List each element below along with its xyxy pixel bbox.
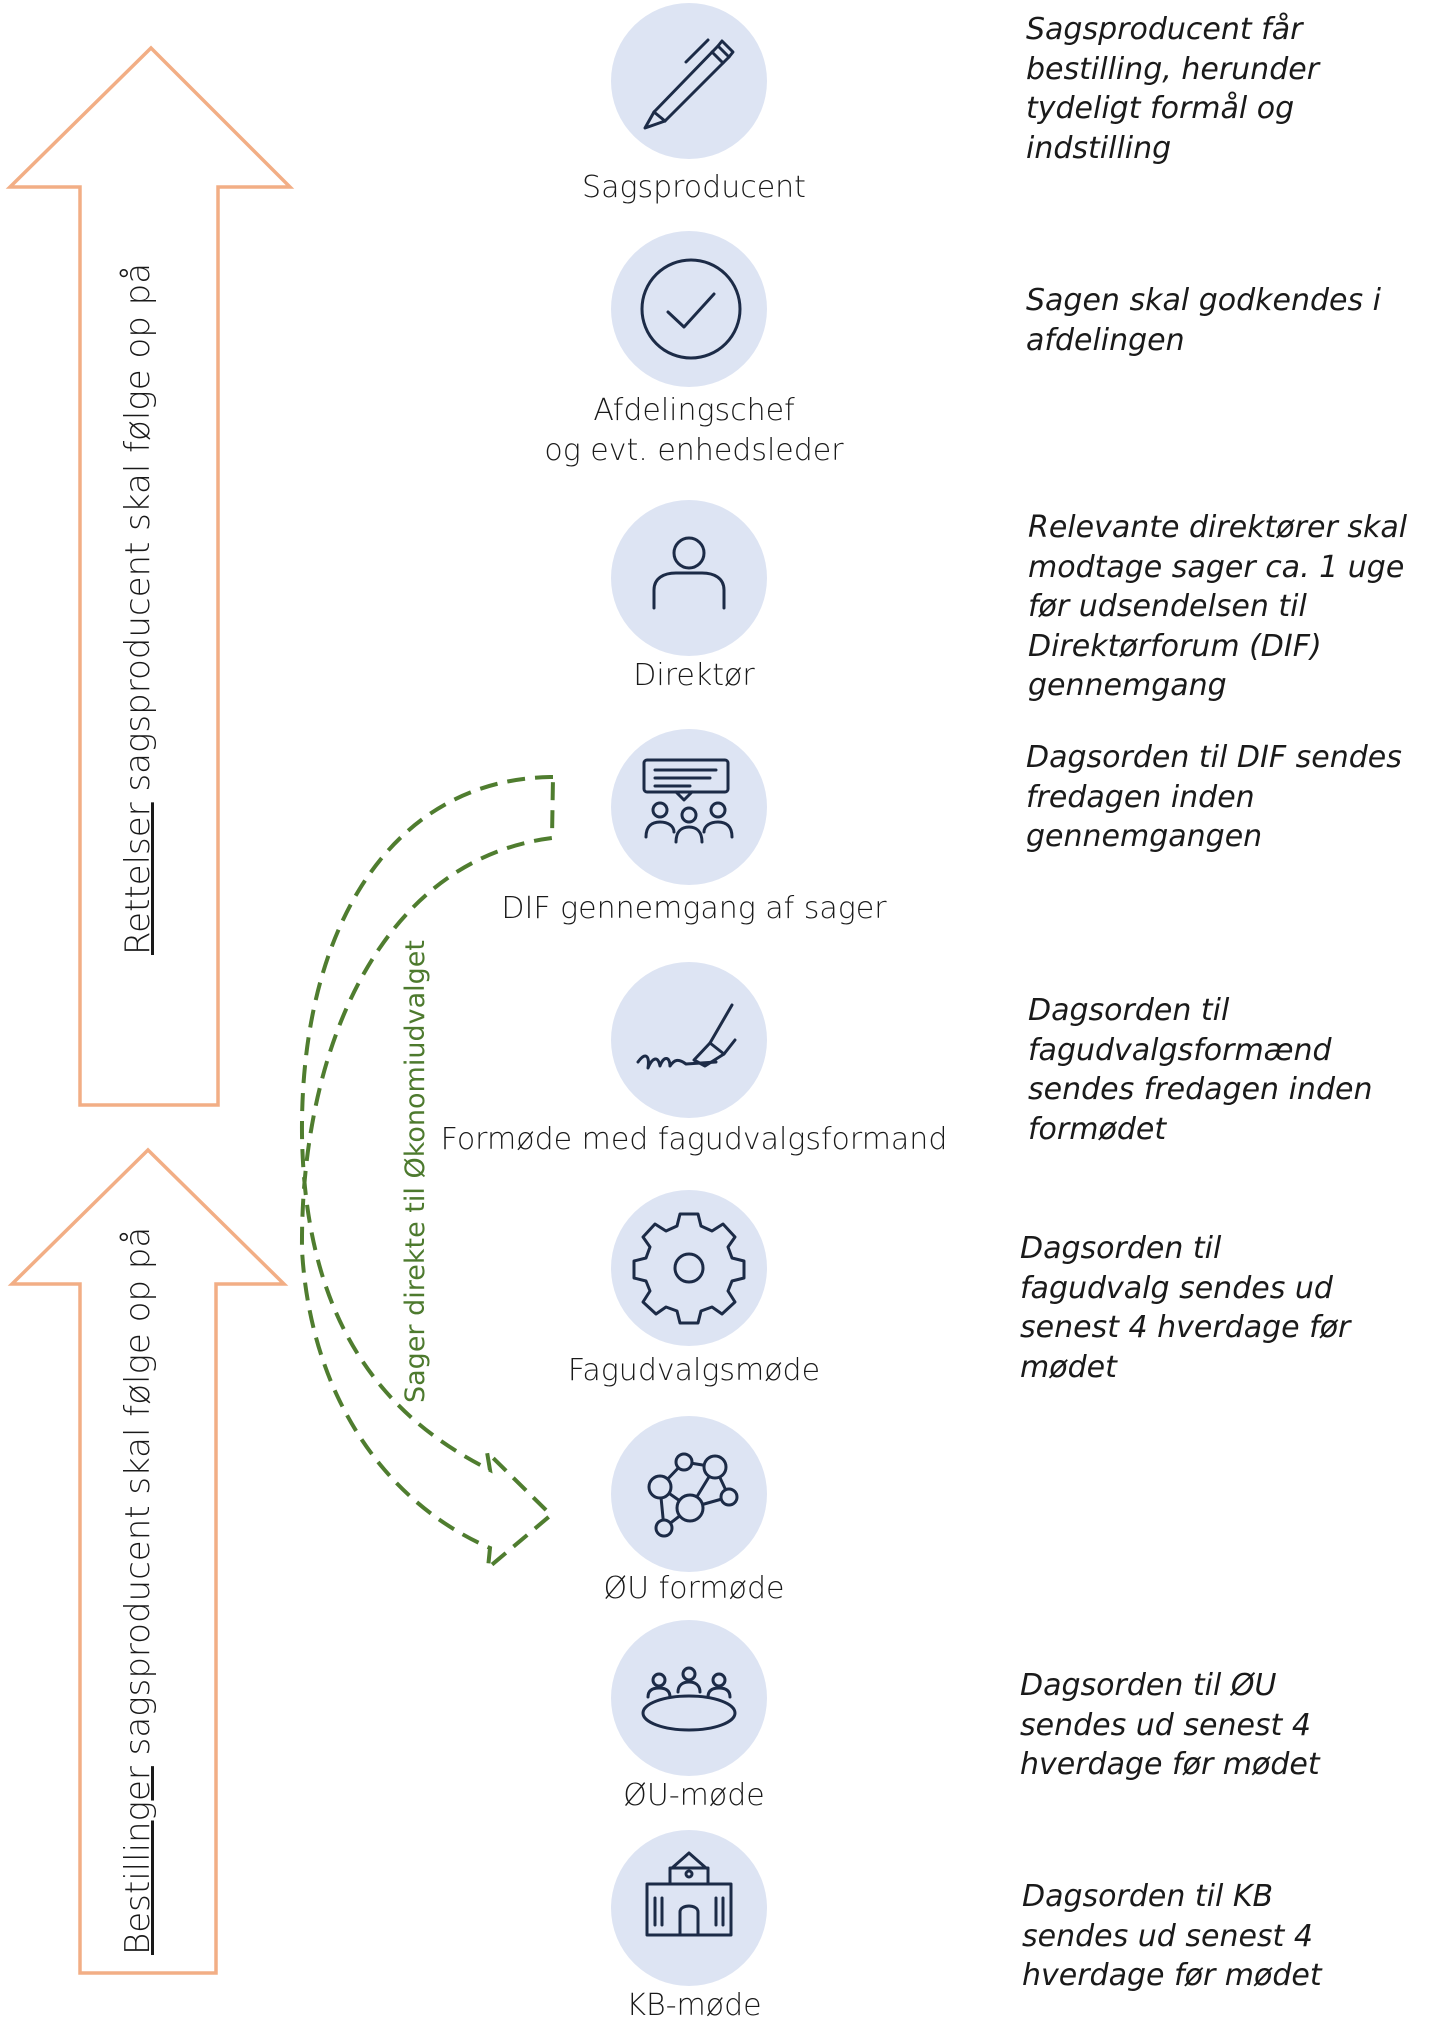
gear-icon	[632, 1212, 746, 1325]
step-label-ou-formode: ØU formøde	[603, 1571, 785, 1606]
signature-pen-icon	[636, 1003, 737, 1070]
network-icon	[647, 1452, 739, 1538]
hall-icon-circle	[611, 1830, 767, 1986]
rettelser-arrow-label: Rettelser sagsproducent skal følge op på	[118, 263, 158, 955]
note-formode: Dagsorden til fagudvalgsformænd sendes f…	[1028, 993, 1373, 1147]
note-dif: Dagsorden til DIF sendes fredagen inden …	[1026, 740, 1402, 855]
group-discussion-icon	[642, 758, 734, 844]
step-label-fagudvalgsmode: Fagudvalgsmøde	[567, 1353, 821, 1388]
person-icon-circle	[611, 500, 767, 656]
rettelser-arrow	[5, 45, 295, 1107]
step-label-ou-mode: ØU-møde	[623, 1778, 765, 1813]
table-icon-circle	[611, 1620, 767, 1776]
meeting-table-icon	[641, 1666, 737, 1732]
person-icon	[652, 536, 726, 610]
rettelser-rest: sagsproducent skal følge op på	[118, 262, 158, 803]
step-label-afdelingschef: Afdelingschef og evt. enhedsleder	[544, 393, 844, 468]
note-sagsproducent: Sagsproducent får bestilling, herunder t…	[1026, 12, 1320, 166]
bestillinger-arrow-label: Bestillinger sagsproducent skal følge op…	[118, 1227, 158, 1955]
note-direktor: Relevante direktører skal modtage sager …	[1028, 510, 1408, 704]
note-kb-mode: Dagsorden til KB sendes ud senest 4 hver…	[1022, 1879, 1322, 1994]
check-icon-circle	[611, 231, 767, 387]
step-label-formode: Formøde med fagudvalgsformand	[440, 1122, 948, 1157]
city-hall-icon	[645, 1851, 733, 1937]
pen-icon	[643, 38, 735, 130]
bypass-dashed-arrow	[299, 775, 556, 1573]
signature-icon-circle	[611, 962, 767, 1118]
note-fagudvalgsmode: Dagsorden til fagudvalg sendes ud senest…	[1020, 1231, 1351, 1385]
step-label-direktor: Direktør	[633, 658, 755, 693]
step-label-kb-mode: KB-møde	[626, 1988, 762, 2023]
pen-icon-circle	[611, 3, 767, 159]
checkmark-circle-icon	[640, 258, 742, 360]
note-afdelingschef: Sagen skal godkendes i afdelingen	[1026, 283, 1382, 358]
bestillinger-arrow	[7, 1147, 289, 1975]
bestillinger-keyword: Bestillinger	[118, 1766, 158, 1955]
bestillinger-rest: sagsproducent skal følge op på	[118, 1226, 158, 1767]
step-label-sagsproducent: Sagsproducent	[582, 170, 806, 205]
bypass-label: Sager direkte til Økonomiudvalget	[400, 940, 431, 1403]
note-ou-mode: Dagsorden til ØU sendes ud senest 4 hver…	[1020, 1668, 1320, 1783]
rettelser-keyword: Rettelser	[118, 802, 158, 955]
step-label-dif: DIF gennemgang af sager	[501, 891, 887, 926]
